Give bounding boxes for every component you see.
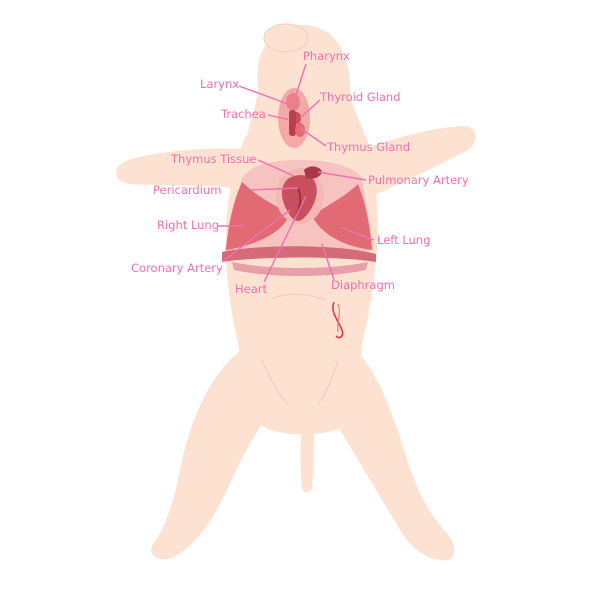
- body-contour-2: [261, 359, 289, 405]
- lead-thyroid: [299, 99, 321, 119]
- pig-head: [246, 24, 366, 140]
- body-contour-3: [317, 359, 339, 405]
- lead-larynx: [238, 85, 289, 105]
- diaphragm-organ: [222, 246, 376, 262]
- lead-pulmonary: [317, 171, 367, 181]
- cord-strand-2: [336, 303, 341, 333]
- label-heart: Heart: [235, 282, 267, 296]
- labels: Pharynx Larynx Thyroid Gland Trachea Thy…: [131, 49, 469, 296]
- right-front-leg: [116, 148, 252, 188]
- label-coronary-artery: Coronary Artery: [131, 261, 223, 275]
- right-lung-organ: [226, 182, 290, 250]
- lead-thymus-tissue: [257, 159, 295, 177]
- label-larynx: Larynx: [200, 77, 239, 91]
- larynx-organ: [286, 93, 300, 111]
- lead-coronary: [221, 209, 291, 263]
- body-contour: [271, 293, 327, 301]
- trachea-organ: [289, 110, 296, 136]
- label-trachea: Trachea: [220, 107, 266, 121]
- thymus-gland-organ: [295, 123, 305, 137]
- label-pulmonary-artery: Pulmonary Artery: [368, 173, 469, 187]
- label-thyroid-gland: Thyroid Gland: [319, 90, 401, 104]
- tail: [300, 420, 314, 493]
- umbilical-cord: [332, 301, 344, 339]
- lead-left-lung: [341, 227, 375, 241]
- right-hind-leg: [151, 348, 266, 560]
- lead-diaphragm: [321, 243, 335, 281]
- label-right-lung: Right Lung: [157, 218, 219, 232]
- snout: [263, 23, 309, 53]
- left-front-leg: [352, 126, 476, 196]
- leader-lines: [218, 63, 375, 283]
- pig-abdomen: [238, 340, 363, 435]
- label-thymus-gland: Thymus Gland: [326, 140, 410, 154]
- label-pharynx: Pharynx: [303, 49, 350, 63]
- lead-pericardium: [249, 187, 299, 191]
- heart-organ: [281, 175, 317, 221]
- diaphragm-lower: [232, 262, 368, 276]
- pulmonary-artery-organ: [304, 166, 322, 179]
- cord-strand-1: [332, 301, 344, 339]
- label-pericardium: Pericardium: [153, 183, 221, 197]
- left-hind-leg: [340, 348, 455, 561]
- label-left-lung: Left Lung: [377, 233, 430, 247]
- lead-thymus-gland: [299, 127, 327, 147]
- label-thymus-tissue: Thymus Tissue: [170, 152, 256, 166]
- label-diaphragm: Diaphragm: [331, 278, 395, 292]
- lead-heart: [263, 195, 307, 283]
- lead-trachea: [267, 114, 291, 121]
- lead-pharynx: [294, 63, 307, 99]
